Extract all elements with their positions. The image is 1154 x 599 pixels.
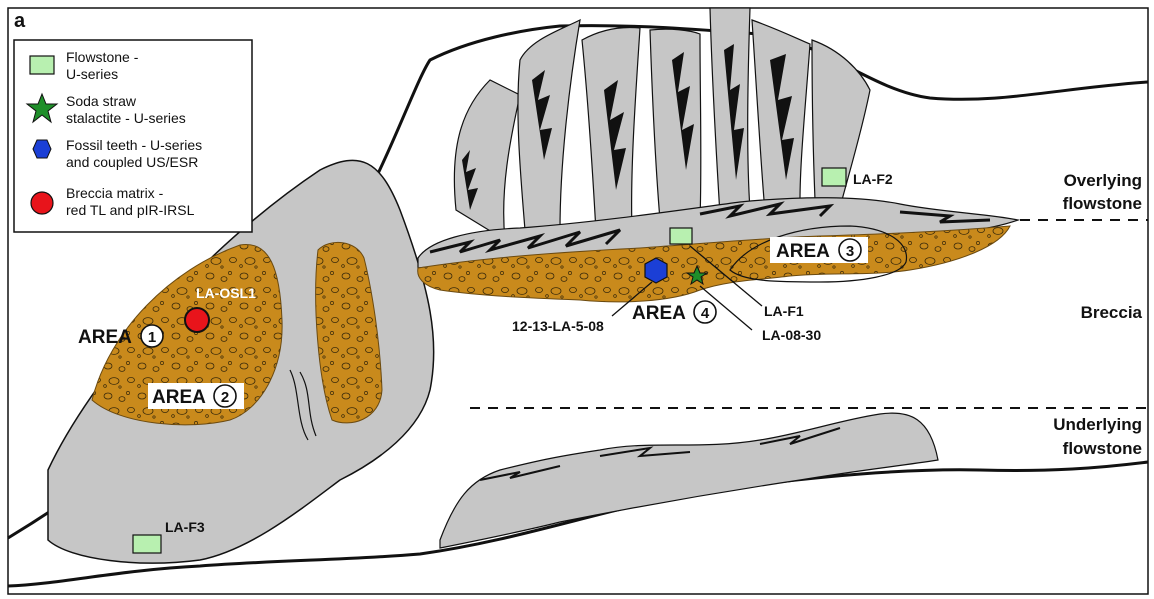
area-3-label: AREA 3 — [770, 237, 868, 263]
la-osl1-marker-icon — [185, 308, 209, 332]
la-f3-marker-icon — [133, 535, 161, 553]
svg-text:1: 1 — [148, 329, 156, 346]
legend-item-2-line2: stalactite - U-series — [66, 110, 186, 126]
svg-text:AREA: AREA — [632, 303, 686, 324]
flowstone-square-icon — [30, 56, 54, 74]
area-1-label: AREA 1 — [78, 325, 163, 348]
legend-item-2-line1: Soda straw — [66, 93, 137, 109]
breccia-label: Breccia — [1081, 303, 1143, 322]
legend-item-4-line1: Breccia matrix - — [66, 185, 164, 201]
svg-text:AREA: AREA — [78, 327, 132, 348]
overlying-label-line2: flowstone — [1063, 194, 1142, 213]
legend-item-3-line2: and coupled US/ESR — [66, 154, 198, 170]
la-f2-marker-icon — [822, 168, 846, 186]
svg-text:2: 2 — [221, 389, 229, 406]
svg-text:3: 3 — [846, 243, 854, 260]
legend-item-1-line2: U-series — [66, 66, 118, 82]
overlying-label-line1: Overlying — [1064, 171, 1142, 190]
la-f1-marker-icon — [670, 228, 692, 244]
la-f2-label: LA-F2 — [853, 171, 893, 187]
underlying-label-line1: Underlying — [1053, 415, 1142, 434]
tooth-sample-label: 12-13-LA-5-08 — [512, 318, 604, 334]
la-osl1-label: LA-OSL1 — [196, 285, 256, 301]
la-f3-label: LA-F3 — [165, 519, 205, 535]
legend: Flowstone - U-series Soda straw stalacti… — [14, 40, 252, 232]
svg-text:4: 4 — [701, 305, 710, 322]
svg-text:AREA: AREA — [776, 241, 830, 262]
fossil-teeth-hexagon-icon — [33, 140, 51, 158]
la-f1-label: LA-F1 — [764, 303, 804, 319]
tooth-marker-icon — [645, 258, 667, 283]
legend-item-1-line1: Flowstone - — [66, 49, 139, 65]
svg-text:AREA: AREA — [152, 387, 206, 408]
underlying-label-line2: flowstone — [1063, 439, 1142, 458]
area-4-label: AREA 4 — [632, 301, 716, 324]
legend-item-3-line1: Fossil teeth - U-series — [66, 137, 202, 153]
panel-label: a — [14, 10, 26, 32]
breccia-circle-icon — [31, 192, 53, 214]
legend-item-4-line2: red TL and pIR-IRSL — [66, 202, 195, 218]
area-2-label: AREA 2 — [148, 383, 244, 409]
la-08-30-label: LA-08-30 — [762, 327, 821, 343]
